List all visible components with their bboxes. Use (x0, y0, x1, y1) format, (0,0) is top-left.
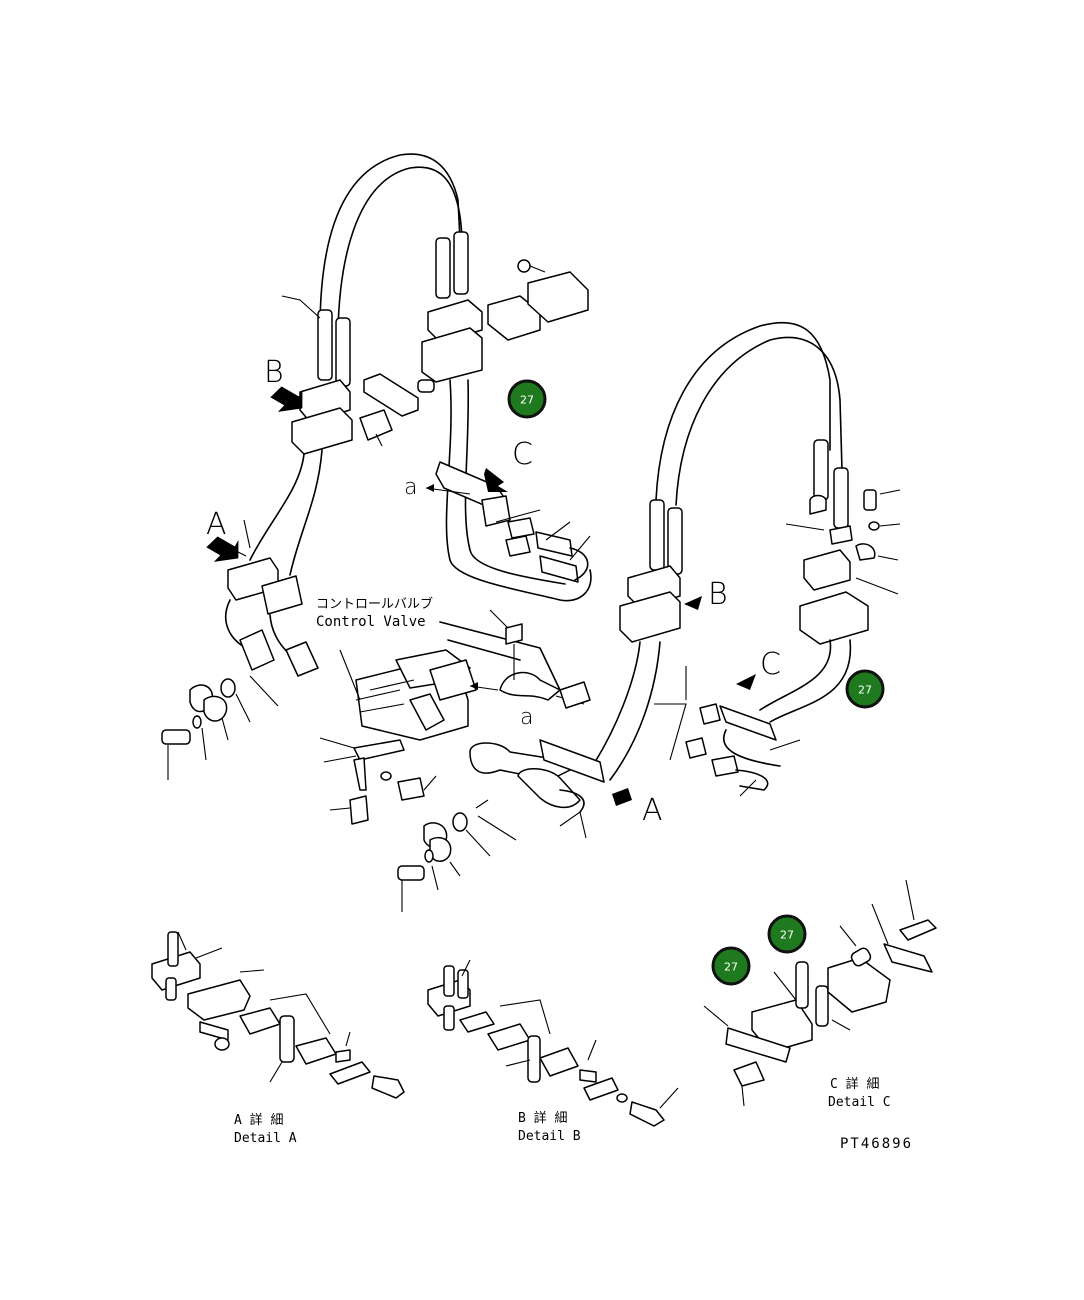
callout-number: 27 (724, 961, 738, 974)
detail-a-drawing (151, 931, 405, 1099)
detail-a-title-jp: A 詳 細 (234, 1112, 283, 1128)
detail-a-title-en: Detail A (234, 1131, 297, 1146)
view-label-b-right: B (708, 577, 728, 612)
control-valve (319, 609, 591, 825)
detail-c-drawing (703, 879, 937, 1107)
callout-number: 27 (780, 929, 794, 942)
view-label-b-left: B (264, 355, 284, 390)
callout-27-top[interactable]: 27 (507, 379, 547, 419)
view-label-c-right: C (760, 647, 781, 682)
detail-c-title-en: Detail C (828, 1095, 891, 1110)
callout-number: 27 (520, 394, 534, 407)
drawing-number: PT46896 (840, 1136, 913, 1152)
control-valve-label-jp: コントロールバルブ (316, 596, 433, 612)
control-valve-label-en: Control Valve (316, 614, 426, 630)
detail-b-drawing (427, 959, 679, 1127)
left-hose-assembly (161, 153, 589, 780)
view-arrows (206, 386, 756, 806)
detail-b-title-jp: B 詳 細 (518, 1110, 567, 1126)
detail-c-title-jp: C 詳 細 (830, 1076, 879, 1092)
view-label-a-center: A (642, 793, 663, 828)
diagram-labels: B A C B C A a a コントロールバルブ Control Valve … (206, 355, 913, 1152)
callout-number: 27 (858, 684, 872, 697)
center-hose-assembly (435, 379, 592, 602)
connection-label-a-top: a (404, 475, 417, 500)
view-label-c-center: C (512, 437, 533, 472)
right-hose-assembly (589, 321, 901, 797)
detail-b-title-en: Detail B (518, 1129, 581, 1144)
callout-27-detail-c-lower[interactable]: 27 (711, 946, 751, 986)
connection-label-a-bottom: a (520, 705, 533, 730)
center-lower-fittings (397, 739, 605, 912)
callout-27-right[interactable]: 27 (845, 669, 885, 709)
view-label-a-left: A (206, 507, 227, 542)
callout-27-detail-c-upper[interactable]: 27 (767, 914, 807, 954)
